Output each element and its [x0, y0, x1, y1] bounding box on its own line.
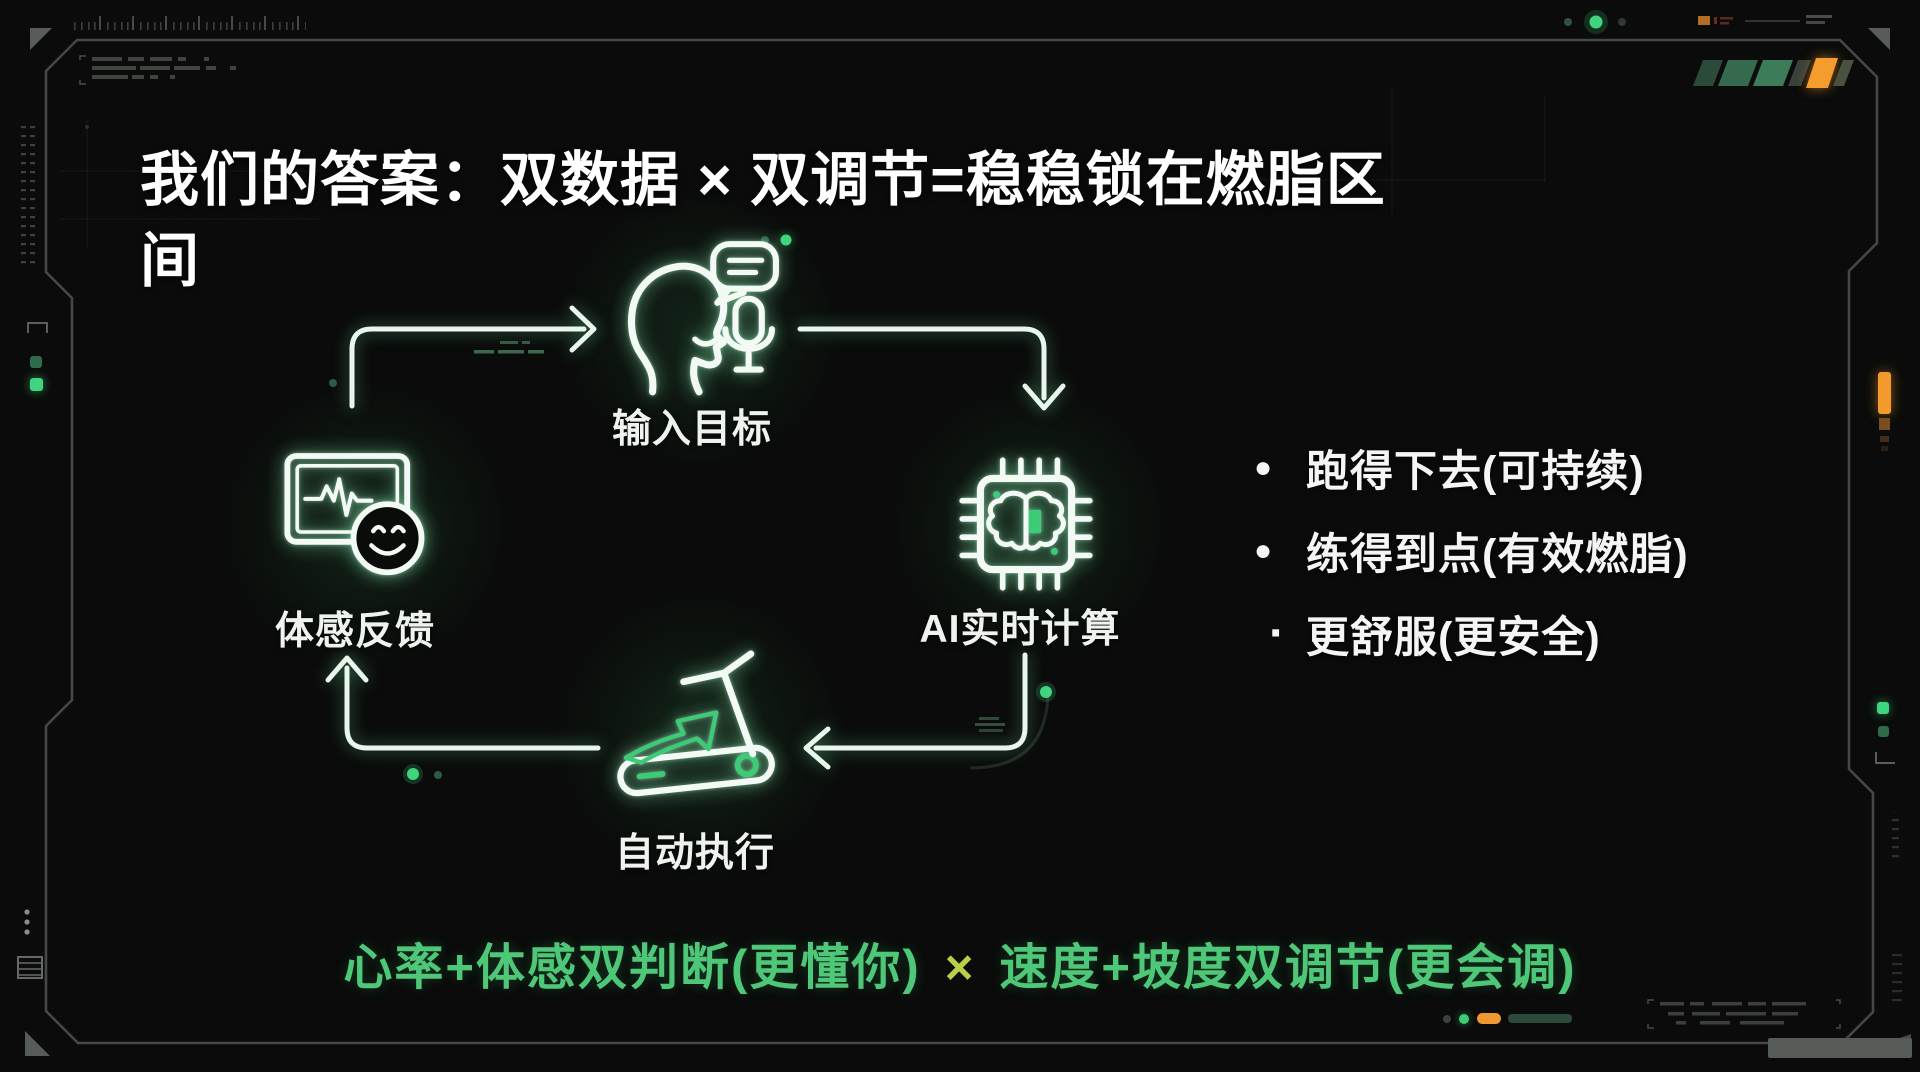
corner-triangle-bl	[25, 1031, 50, 1056]
node-label-ai-compute: AI实时计算	[919, 608, 1121, 651]
node-label-auto-execute: 自动执行	[614, 832, 775, 875]
hud-microtext-chip-bottom	[975, 717, 1005, 732]
benefit-item-comfortable: · 更舒服(更安全)	[1254, 607, 1689, 663]
formula-right: 速度+坡度双调节(更会调)	[999, 941, 1577, 995]
segment-bars-top-right	[1693, 58, 1854, 88]
chip-brain-icon	[950, 448, 1102, 600]
node-label-body-feedback: 体感反馈	[274, 610, 435, 653]
hud-microtext-arrow-left	[474, 341, 544, 354]
formula-banner: 心率+体感双判断(更懂你) × 速度+坡度双调节(更会调)	[0, 928, 1920, 999]
arrow-input-to-ai	[797, 326, 1047, 401]
corner-triangle-tl	[30, 28, 52, 50]
left-edge-markers	[17, 322, 48, 979]
corner-triangle-tr	[1868, 28, 1890, 50]
arrow-feedback-to-input	[349, 326, 587, 409]
formula-left: 心率+体感双判断(更懂你)	[343, 941, 921, 995]
ruler-right-a	[1888, 812, 1899, 864]
arrow-ai-to-execute	[813, 652, 1028, 751]
ruler-top	[70, 14, 306, 30]
benefit-item-effective: ● 练得到点(有效燃脂)	[1254, 525, 1689, 579]
formula-operator: ×	[944, 941, 976, 995]
ruler-left	[21, 122, 35, 268]
bullet-icon: ●	[1254, 534, 1273, 567]
bullet-icon: ·	[1269, 607, 1285, 660]
status-lights-top-right	[1564, 10, 1832, 34]
bottom-right-indicators	[1443, 1013, 1912, 1058]
corner-triangle-br	[1874, 1034, 1911, 1047]
arrow-execute-to-feedback	[344, 665, 601, 751]
voice-input-icon	[608, 240, 780, 398]
hud-microtext-top-left	[79, 55, 236, 85]
arrow-echo	[969, 689, 1050, 770]
treadmill-icon	[606, 650, 790, 802]
right-edge-markers	[1875, 372, 1895, 764]
benefit-item-sustainable: ● 跑得下去(可持续)	[1254, 442, 1689, 496]
node-label-input-goal: 输入目标	[611, 408, 772, 451]
monitor-smiley-icon	[282, 448, 434, 582]
bullet-icon: ●	[1254, 451, 1273, 484]
page-title: 我们的答案：双数据 × 双调节=稳稳锁在燃脂区间	[140, 146, 1386, 294]
hud-microtext-bottom-right	[1647, 999, 1841, 1029]
benefits-list: ● 跑得下去(可持续) ● 练得到点(有效燃脂) · 更舒服(更安全)	[1254, 442, 1689, 691]
